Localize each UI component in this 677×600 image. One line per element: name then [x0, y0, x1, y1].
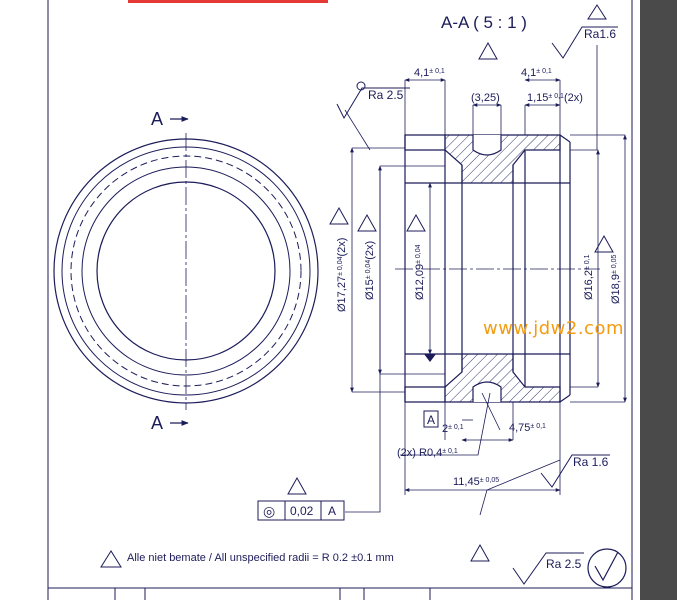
watermark: www.jdw2.com [483, 318, 624, 339]
dim-chamfer: 1,15± 0,1(2x) [527, 92, 583, 104]
dim-length-mid: 4,75± 0,1 [509, 422, 546, 434]
tab-accent [128, 0, 328, 3]
tolerance-value: 0,02 [290, 504, 314, 518]
dimension-lines [344, 78, 627, 516]
dim-depth: 2± 0,1 [442, 423, 464, 435]
section-label-bottom: A [151, 413, 163, 433]
section-marker-bottom: A [151, 413, 189, 433]
drawing-frame [47, 0, 633, 600]
dim-dia-bore: Ø12,09± 0,04 [414, 244, 426, 300]
dimension-texts: 4,1± 0,1 4,1± 0,1 (3,25) 1,15± 0,1(2x) Ø… [336, 67, 622, 488]
roughness-right-label: Ra 1.6 [573, 455, 609, 469]
roughness-bottom: Ra 2.5 [512, 552, 584, 585]
section-marker-top: A [151, 109, 189, 129]
end-view [53, 133, 319, 410]
section-title: A-A ( 5 : 1 ) [441, 13, 527, 32]
roughness-bottom-label: Ra 2.5 [546, 557, 582, 571]
triangle-markers [100, 4, 614, 568]
datum-box [423, 410, 439, 428]
dim-dia-inner-right: Ø16,2± 0,1 [583, 254, 595, 300]
general-finish-symbol [587, 548, 627, 588]
dim-total-length: 11,45± 0,05 [453, 476, 499, 488]
tolerance-frame [257, 500, 345, 521]
dim-dia-outer-left: Ø17,27± 0,04(2x) [336, 238, 348, 312]
dim-dia-outer-right: Ø18,9± 0,05 [610, 255, 622, 304]
roughness-left: Ra 2.5 [336, 81, 410, 120]
roughness-top-label: Ra1.6 [584, 27, 616, 41]
dim-radius: (2x) R0,4± 0,1 [397, 447, 458, 459]
bore-arrow [424, 354, 436, 362]
dim-groove: (3,25) [471, 92, 500, 104]
dim-dia-mid: Ø15± 0,04(2x) [364, 241, 376, 300]
roughness-left-label: Ra 2.5 [368, 88, 404, 102]
tolerance-symbol: ◎ [263, 503, 275, 519]
roughness-right: Ra 1.6 [540, 454, 610, 488]
general-note: Alle niet bemate / All unspecified radii… [127, 552, 394, 564]
tolerance-datum: A [328, 504, 336, 518]
section-outline [404, 134, 571, 403]
section-label-top: A [151, 109, 163, 129]
roughness-top: Ra1.6 [551, 26, 618, 150]
dim-width-left: 4,1± 0,1 [414, 67, 445, 79]
dim-width-right: 4,1± 0,1 [521, 67, 552, 79]
technical-drawing: A A A-A ( 5 : 1 ) [47, 0, 633, 600]
viewer-margin [640, 0, 677, 600]
datum-label: A [427, 413, 435, 427]
